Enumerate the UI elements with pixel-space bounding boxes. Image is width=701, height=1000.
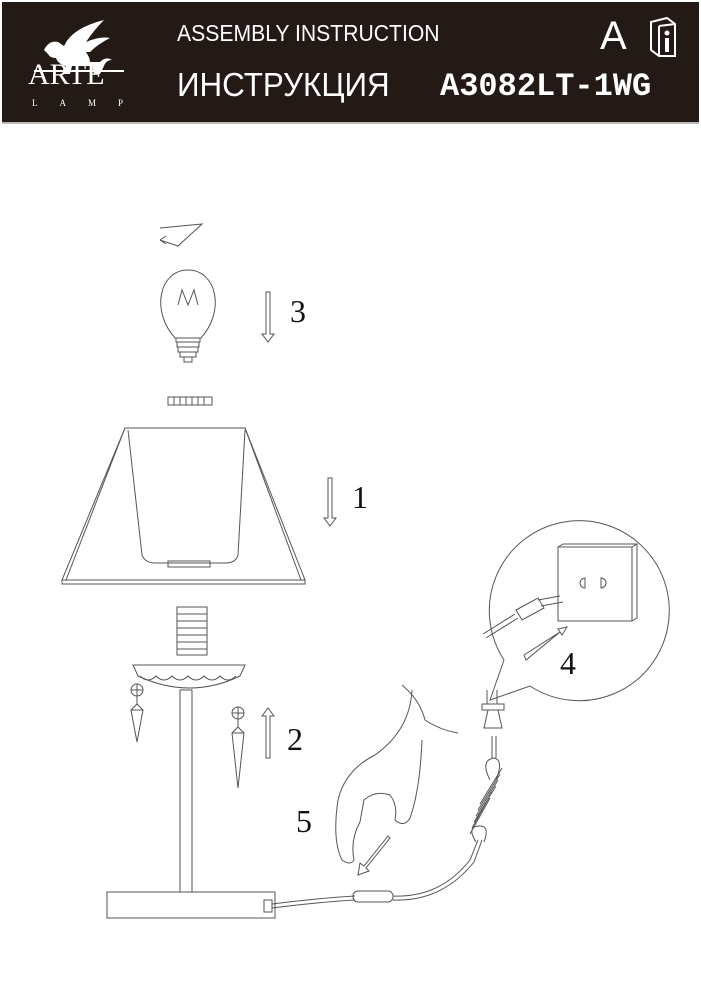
shade-ring [167,396,213,406]
cord-switch [352,890,394,903]
lamp-base [106,891,276,919]
step-number-1: 1 [352,479,368,515]
step-number-2: 2 [287,721,303,757]
plug [481,690,505,729]
model-number: A3082LT-1WG [440,68,652,105]
down-arrow-icon [323,477,337,527]
down-arrow-icon [261,291,275,343]
rotate-arrow-icon [159,223,204,247]
crystal-pendants [130,683,245,789]
lamp-stem [179,689,193,893]
language-letter: A [600,14,627,58]
lamp-shade [61,427,306,585]
outlet-callout [482,520,670,702]
header-banner: ARTE LAMP ASSEMBLY INSTRUCTION ИНСТРУКЦИ… [2,2,699,124]
light-bulb [160,269,216,363]
title-english: ASSEMBLY INSTRUCTION [177,20,440,46]
brand-subtitle: LAMP [32,98,146,108]
title-russian: ИНСТРУКЦИЯ [177,66,390,103]
lamp-cup [132,664,246,689]
hand-illustration [335,684,459,864]
winged-lion-logo [34,20,124,74]
diagonal-up-arrow-icon [523,626,569,661]
step-number-4: 4 [560,645,576,681]
diagonal-down-arrow-icon [357,835,391,876]
lamp-socket [176,606,208,656]
step-number-5: 5 [296,803,312,839]
brand-name: ARTE [28,58,105,91]
manual-book-icon [650,16,676,57]
power-cord [271,736,503,909]
step-number-3: 3 [290,293,306,329]
up-arrow-icon [261,707,275,759]
